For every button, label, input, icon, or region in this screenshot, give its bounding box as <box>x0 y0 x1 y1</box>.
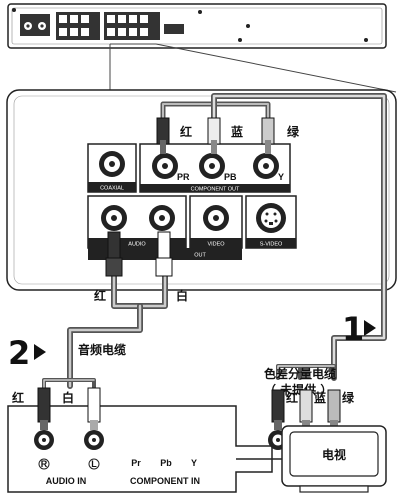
video-block: VIDEO <box>189 195 243 249</box>
s-video-label: S-VIDEO <box>260 242 283 248</box>
tv-jack-l <box>84 430 104 450</box>
component-out-pb-jack <box>199 153 225 179</box>
tv-pr-label: Pr <box>131 458 141 468</box>
screw-3 <box>238 38 242 42</box>
tv-y-label: Y <box>191 458 197 468</box>
player-rear-panel <box>7 3 387 49</box>
audio-in-label: AUDIO IN <box>46 476 87 486</box>
plug-pb <box>207 117 221 154</box>
step1-number: 1 <box>342 310 364 348</box>
component-out-label: COMPONENT OUT <box>191 187 240 193</box>
audio-out-left-jack <box>101 205 127 231</box>
tv-audio-plug-red <box>37 387 51 430</box>
step2-label: 音频电缆 <box>78 342 126 357</box>
screw-2 <box>246 24 250 28</box>
pr-label: PR <box>177 172 190 182</box>
hdmi-port <box>164 24 184 34</box>
coaxial-jack: COAXIAL <box>87 143 137 193</box>
top-blue-label: 蓝 <box>231 124 243 139</box>
tv-pb-label: Pb <box>160 458 172 468</box>
tv-label: 电视 <box>322 447 346 462</box>
audio-cable <box>42 259 168 392</box>
component-in-label: COMPONENT IN <box>130 476 200 486</box>
video-label: VIDEO <box>207 242 225 248</box>
component-out-pr-jack <box>152 153 178 179</box>
tv-input-panel <box>7 405 282 493</box>
tv-icon: 电视 <box>281 425 387 493</box>
tv-red-label: 红 <box>12 390 24 405</box>
audio-red-label: 红 <box>94 288 106 303</box>
component-cable <box>160 93 387 381</box>
tv-r-label: R <box>41 459 48 469</box>
step1-arrow-icon <box>364 320 376 336</box>
tv-l-label: L <box>91 459 97 469</box>
plug-pr <box>156 117 170 154</box>
audio-out-right-jack <box>149 205 175 231</box>
out-label: OUT <box>194 253 206 259</box>
screw-1 <box>198 10 202 14</box>
s-video-block: S-VIDEO <box>245 195 297 249</box>
tv-comp-green-label: 绿 <box>342 390 355 405</box>
tv-comp-plug-pr <box>271 389 285 430</box>
top-green-label: 绿 <box>287 124 300 139</box>
audio-plug-white <box>155 231 173 277</box>
top-red-label: 红 <box>180 124 192 139</box>
tv-audio-plug-white <box>87 387 101 430</box>
tv-comp-blue-label: 蓝 <box>314 390 326 405</box>
pb-label: PB <box>224 172 237 182</box>
tv-comp-plug-pb <box>299 389 313 430</box>
power-block <box>20 14 50 36</box>
step-1: 1 色差分量电缆 （ 未提供 ） <box>264 310 376 397</box>
tv-comp-plug-y <box>327 389 341 430</box>
step1-label-1: 色差分量电缆 <box>264 366 336 381</box>
tv-white-label: 白 <box>62 390 74 405</box>
coaxial-label: COAXIAL <box>100 186 124 192</box>
tv-jack-r <box>34 430 54 450</box>
audio-label: AUDIO <box>128 242 146 248</box>
step2-number: 2 <box>8 334 30 372</box>
step-2: 2 音频电缆 <box>8 334 126 372</box>
audio-out-block: AUDIO <box>87 195 187 249</box>
step2-arrow-icon <box>34 344 46 360</box>
component-out-y-jack <box>253 153 279 179</box>
screw-4 <box>364 38 368 42</box>
audio-white-label: 白 <box>176 288 188 303</box>
y-label: Y <box>278 172 284 182</box>
audio-plug-red <box>105 231 123 277</box>
zoom-lines <box>109 43 397 93</box>
tv-comp-red-label: 红 <box>286 390 298 405</box>
plug-y <box>261 117 275 154</box>
